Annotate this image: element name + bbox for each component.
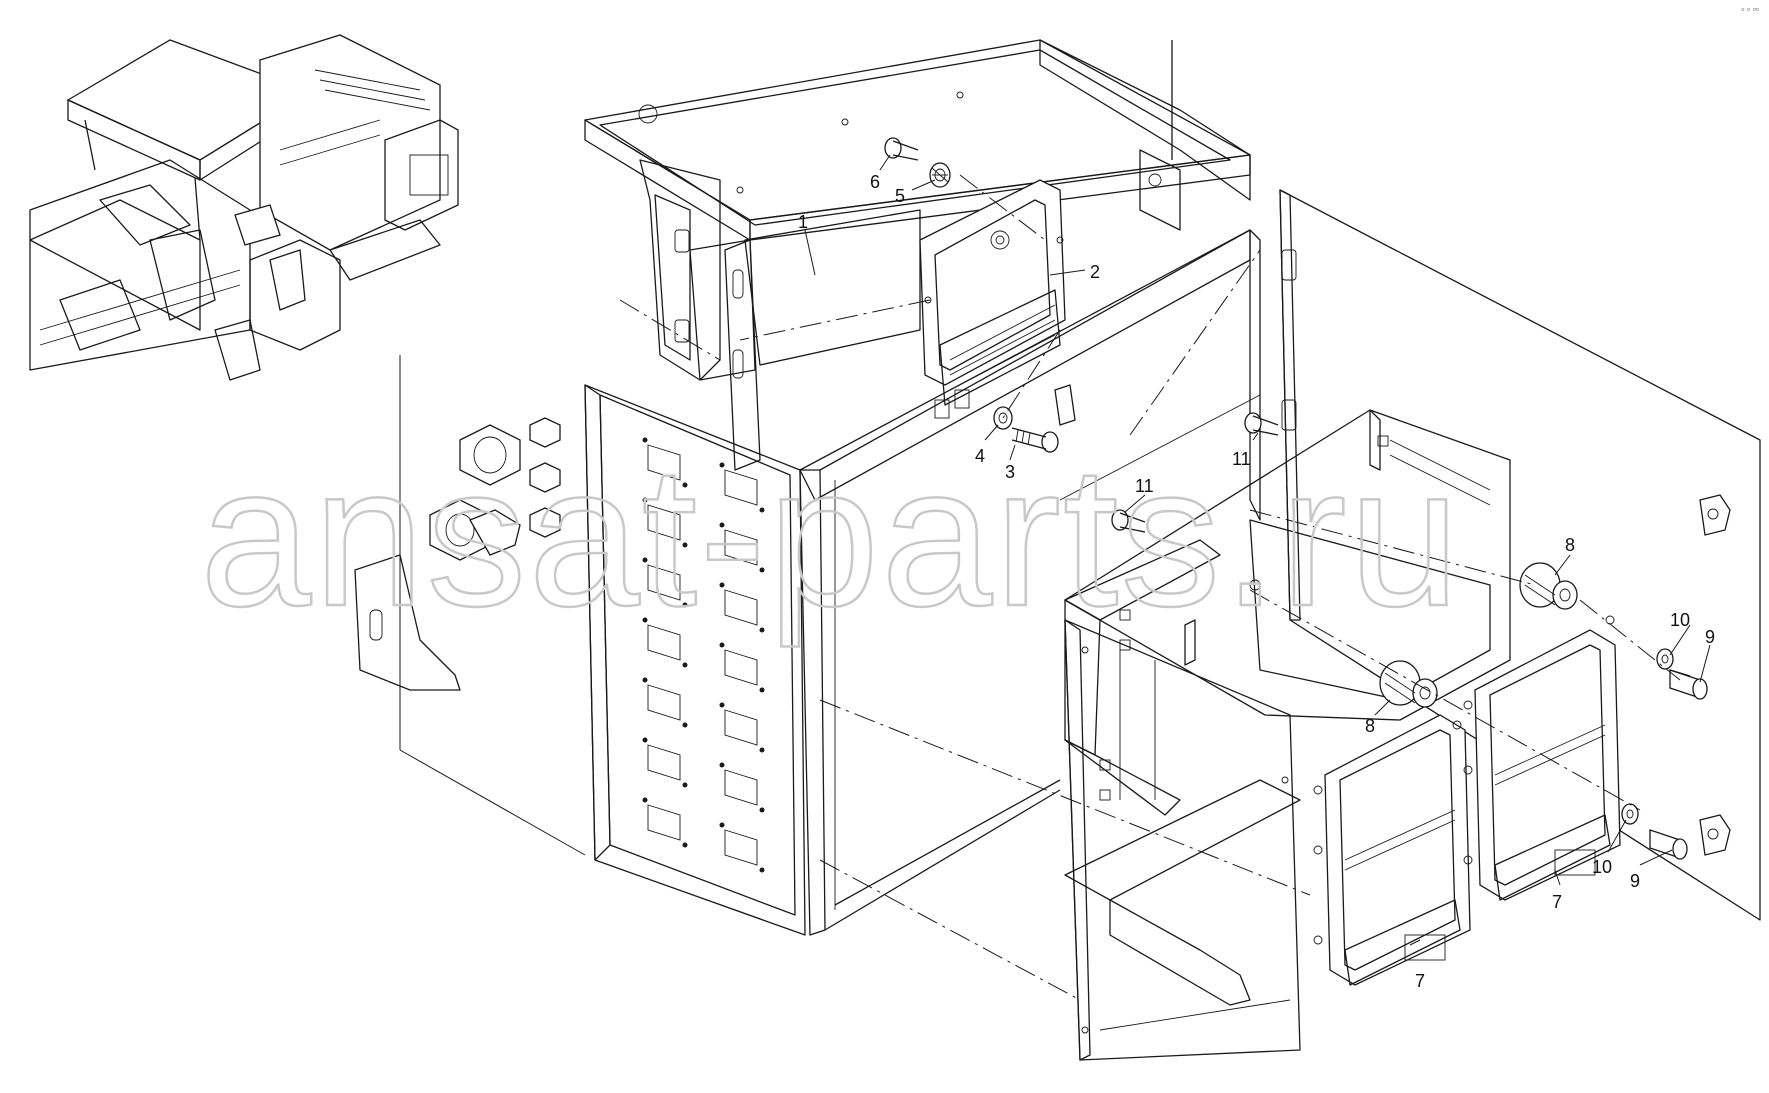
electronic-control-unit (1463, 615, 1621, 901)
socket-head-screw (1669, 669, 1708, 700)
lower-tray (1064, 619, 1301, 1061)
knurled-nut (929, 162, 951, 188)
watermark: ansat-parts.ru (200, 425, 1462, 648)
inner-mounting-frame (1064, 409, 1511, 816)
mounting-bracket (354, 554, 461, 691)
relay-window-grid (642, 437, 765, 873)
callout-7a: 7 (1415, 971, 1425, 991)
callout-9b: 9 (1630, 871, 1640, 891)
flat-washer (1656, 648, 1674, 670)
electrical-cabinet (584, 39, 1261, 936)
callout-11b: 11 (1135, 476, 1154, 496)
callout-8b: 8 (1365, 716, 1375, 736)
mounting-screw (1111, 509, 1146, 533)
corner-mark: ▫ ▫ ▫▫ (1741, 4, 1759, 14)
small-bracket (1054, 384, 1076, 426)
callout-2: 2 (1090, 262, 1100, 282)
bolt (1011, 427, 1059, 453)
electronic-control-unit (1313, 714, 1471, 986)
callout-4: 4 (975, 446, 985, 466)
callout-1: 1 (798, 212, 808, 232)
assembly-alignment-lines (619, 174, 1681, 1001)
callout-10b: 10 (1592, 857, 1612, 877)
flat-washer (1621, 803, 1639, 825)
vibration-damper (1379, 660, 1438, 708)
callout-10a: 10 (1670, 610, 1690, 630)
callout-5: 5 (895, 186, 905, 206)
callouts: 1 2 3 4 5 6 7 7 8 8 9 9 10 10 11 11 (798, 154, 1715, 991)
callout-7b: 7 (1552, 892, 1562, 912)
machine-overview-inset (29, 34, 459, 381)
mounting-screw (1244, 412, 1279, 436)
callout-3: 3 (1005, 462, 1015, 482)
callout-6: 6 (870, 172, 880, 192)
callout-8a: 8 (1565, 535, 1575, 555)
vibration-damper (1519, 562, 1578, 610)
callout-11a: 11 (1232, 449, 1251, 469)
control-unit-module (919, 179, 1066, 419)
callout-9a: 9 (1705, 627, 1715, 647)
screw (884, 137, 919, 161)
cabinet-door (1279, 189, 1761, 921)
socket-head-screw (1649, 829, 1688, 860)
cable-gland-nuts (429, 417, 561, 561)
